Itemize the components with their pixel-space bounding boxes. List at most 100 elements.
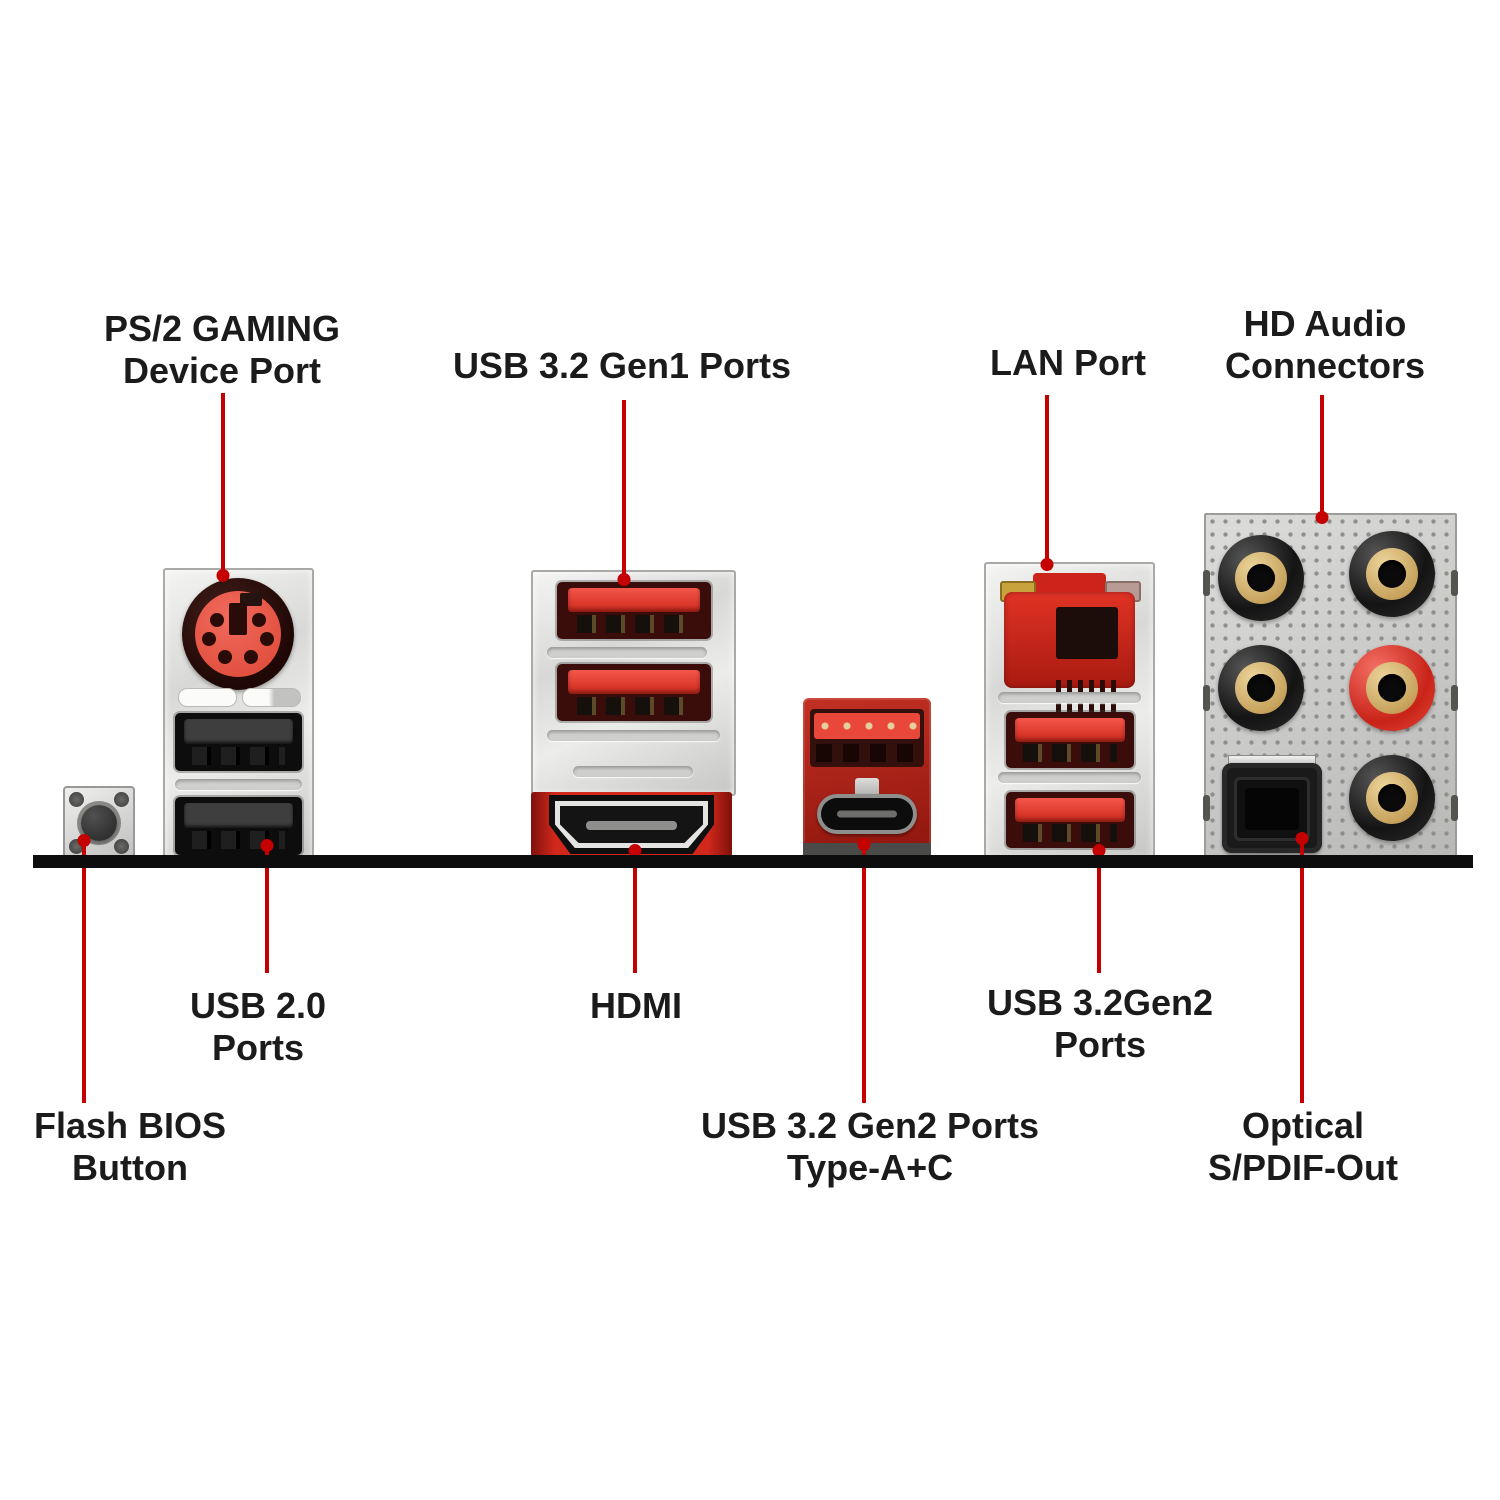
label-line: PS/2 GAMING — [103, 308, 341, 349]
usb-tongue — [567, 670, 701, 695]
label-line: Connectors — [1224, 345, 1426, 386]
label-usb32-gen1-ports: USB 3.2 Gen1 Ports — [453, 345, 791, 387]
panel-notch — [1451, 685, 1458, 711]
jack-gold-ring — [1366, 548, 1418, 600]
usb3-gen1-port-2 — [557, 664, 711, 721]
io-bracket-bar — [33, 855, 1473, 868]
groove — [998, 692, 1141, 703]
usb-type-c-port — [817, 794, 917, 834]
optical-inner — [1234, 777, 1310, 841]
panel-notch — [1203, 795, 1210, 821]
panel-notch — [1203, 685, 1210, 711]
label-lan-port: LAN Port — [990, 342, 1146, 384]
label-line: USB 3.2 Gen2 Ports — [700, 1105, 1040, 1146]
hd-audio-cluster — [1203, 513, 1458, 861]
hdmi-shell — [555, 801, 708, 848]
audio-jack-top-left — [1218, 535, 1304, 621]
ps2-pin-hole — [210, 613, 224, 627]
audio-jack-mid-left — [1218, 645, 1304, 731]
usb-tongue — [183, 719, 294, 744]
optical-hole — [1245, 788, 1299, 830]
usb-c-socket — [821, 798, 913, 830]
screw-icon — [114, 839, 129, 854]
panel-notch — [1451, 570, 1458, 596]
callout-line-flash-bios — [77, 834, 91, 1103]
ps2-pin-hole — [244, 650, 258, 664]
label-optical-spdif-out: Optical S/PDIF-Out — [1208, 1105, 1398, 1189]
ps2-pin-hole — [218, 650, 232, 664]
jack-hole — [1378, 784, 1406, 812]
optical-body — [1222, 763, 1322, 853]
groove — [573, 766, 693, 777]
ps2-slider-left — [178, 688, 237, 707]
ps2-usb2-cluster — [163, 568, 314, 861]
jack-gold-ring — [1235, 552, 1287, 604]
hdmi-contact-strip — [585, 820, 678, 830]
label-line: Optical — [1241, 1105, 1365, 1146]
ps2-key-slot — [229, 603, 247, 635]
callout-dot — [1315, 511, 1329, 524]
label-line: Button — [72, 1147, 188, 1188]
usb2-port-2 — [175, 797, 302, 855]
label-hdmi: HDMI — [590, 985, 682, 1027]
label-line: Type-A+C — [786, 1147, 954, 1188]
label-usb20-ports: USB 2.0 Ports — [190, 985, 326, 1069]
ps2-notch — [240, 593, 262, 606]
label-line: HD Audio — [1243, 303, 1407, 344]
jack-hole — [1247, 564, 1275, 592]
audio-jack-top-right — [1349, 531, 1435, 617]
callout-dot — [216, 569, 230, 582]
usb3-gen2-type-a-port — [810, 709, 924, 767]
jack-hole — [1247, 674, 1275, 702]
callout-dot — [1040, 558, 1054, 571]
lan-rj45-port — [1004, 592, 1135, 712]
label-line: USB 3.2Gen2 — [986, 982, 1214, 1023]
callout-line-lan — [1040, 395, 1054, 571]
label-usb32gen2-ports: USB 3.2Gen2 Ports — [987, 982, 1213, 1066]
callout-line-hdmi — [628, 844, 642, 973]
lan-usb-cluster — [984, 562, 1155, 861]
hdmi-connector — [549, 795, 714, 854]
jack-gold-ring — [1366, 662, 1418, 714]
label-line: USB 2.0 — [189, 985, 327, 1026]
label-usb32-gen2-type-ac: USB 3.2 Gen2 Ports Type-A+C — [701, 1105, 1039, 1189]
groove — [547, 647, 707, 658]
groove — [547, 730, 720, 741]
usb-tongue — [1014, 798, 1126, 822]
screw-icon — [114, 792, 129, 807]
label-line: Device Port — [122, 350, 322, 391]
panel-notch — [1451, 795, 1458, 821]
label-line: USB 3.2 Gen1 Ports — [452, 345, 792, 386]
usb-pins — [577, 615, 691, 634]
callout-dot — [1295, 832, 1309, 845]
label-hd-audio-connectors: HD Audio Connectors — [1225, 303, 1425, 387]
callout-dot — [77, 834, 91, 847]
label-flash-bios-button: Flash BIOS Button — [34, 1105, 226, 1189]
usb-tongue — [1014, 718, 1126, 742]
label-line: S/PDIF-Out — [1208, 1147, 1398, 1188]
usb-gen1-cluster — [531, 570, 736, 796]
groove — [998, 772, 1141, 783]
jack-gold-ring — [1235, 662, 1287, 714]
label-line: Ports — [211, 1027, 305, 1068]
usb-pins — [816, 744, 918, 762]
groove — [175, 779, 302, 790]
lan-cavity — [1056, 607, 1118, 659]
ps2-pin-hole — [260, 632, 274, 646]
usb-pins — [1022, 824, 1118, 843]
label-ps2-gaming-device-port: PS/2 GAMING Device Port — [104, 308, 340, 392]
jack-hole — [1378, 560, 1406, 588]
usb-pins — [191, 746, 286, 766]
callout-dot — [617, 573, 631, 586]
usb-pins — [577, 697, 691, 716]
flash-bios-button — [63, 786, 135, 860]
callout-line-usb20 — [260, 839, 274, 973]
callout-line-hd-audio — [1315, 395, 1329, 524]
ps2-port — [182, 578, 294, 690]
ps2-slider-right — [242, 688, 301, 707]
callout-line-usb-gen1 — [617, 400, 631, 586]
usb3-gen1-port-1 — [557, 582, 711, 639]
hdmi-socket — [560, 806, 703, 843]
ps2-port-inner — [195, 591, 281, 677]
